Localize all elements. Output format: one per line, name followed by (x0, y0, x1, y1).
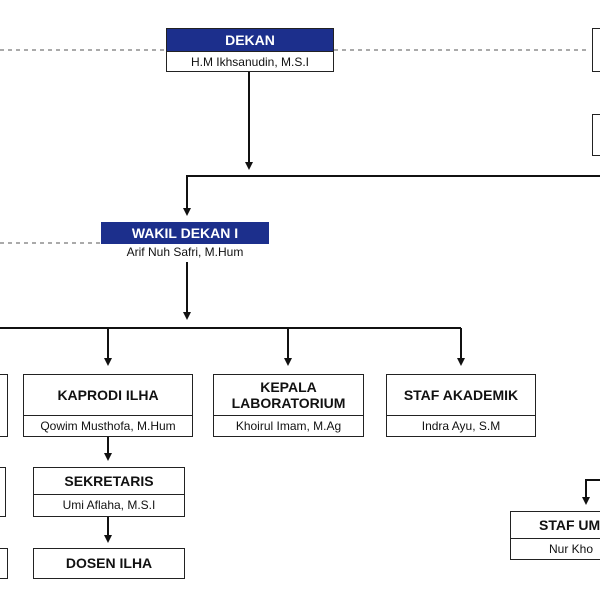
connector-branch-top (186, 175, 600, 198)
box-kaprodi-ilha: KAPRODI ILHA Qowim Musthofa, M.Hum (23, 374, 193, 437)
box-staf-akademik: STAF AKADEMIK Indra Ayu, S.M (386, 374, 536, 437)
staf-akademik-title: STAF AKADEMIK (403, 387, 519, 403)
box-staf-um: STAF UM Nur Kho (510, 511, 600, 560)
box-sekretaris: SEKRETARIS Umi Aflaha, M.S.I (33, 467, 185, 517)
partial-box-right-1 (592, 28, 600, 72)
partial-box-left-3 (0, 548, 8, 579)
wakil-dekan-name: Arif Nuh Safri, M.Hum (126, 245, 244, 259)
sekretaris-title: SEKRETARIS (64, 473, 154, 489)
staf-akademik-name: Indra Ayu, S.M (387, 415, 535, 435)
dekan-title: DEKAN (167, 29, 333, 51)
staf-um-name: Nur Kho (511, 538, 600, 559)
wakil-dekan-title: WAKIL DEKAN I (101, 222, 269, 244)
connector-to-staf-um (582, 479, 600, 505)
partial-box-left-2 (0, 467, 6, 517)
partial-box-right-2 (592, 114, 600, 156)
sekretaris-name: Umi Aflaha, M.S.I (34, 494, 184, 515)
box-dosen-ilha: DOSEN ILHA (33, 548, 185, 579)
partial-box-left-1 (0, 374, 8, 437)
box-wakil-dekan-1: WAKIL DEKAN I (101, 222, 269, 244)
lab-title: KEPALA LABORATORIUM (231, 379, 346, 411)
dekan-name: H.M Ikhsanudin, M.S.I (167, 51, 333, 71)
dosen-ilha-title: DOSEN ILHA (65, 555, 153, 571)
lab-name: Khoirul Imam, M.Ag (214, 415, 363, 435)
box-kepala-laboratorium: KEPALA LABORATORIUM Khoirul Imam, M.Ag (213, 374, 364, 437)
box-dekan: DEKAN H.M Ikhsanudin, M.S.I (166, 28, 334, 72)
staf-um-title: STAF UM (539, 517, 600, 533)
kaprodi-title: KAPRODI ILHA (57, 387, 159, 403)
kaprodi-name: Qowim Musthofa, M.Hum (24, 415, 192, 435)
